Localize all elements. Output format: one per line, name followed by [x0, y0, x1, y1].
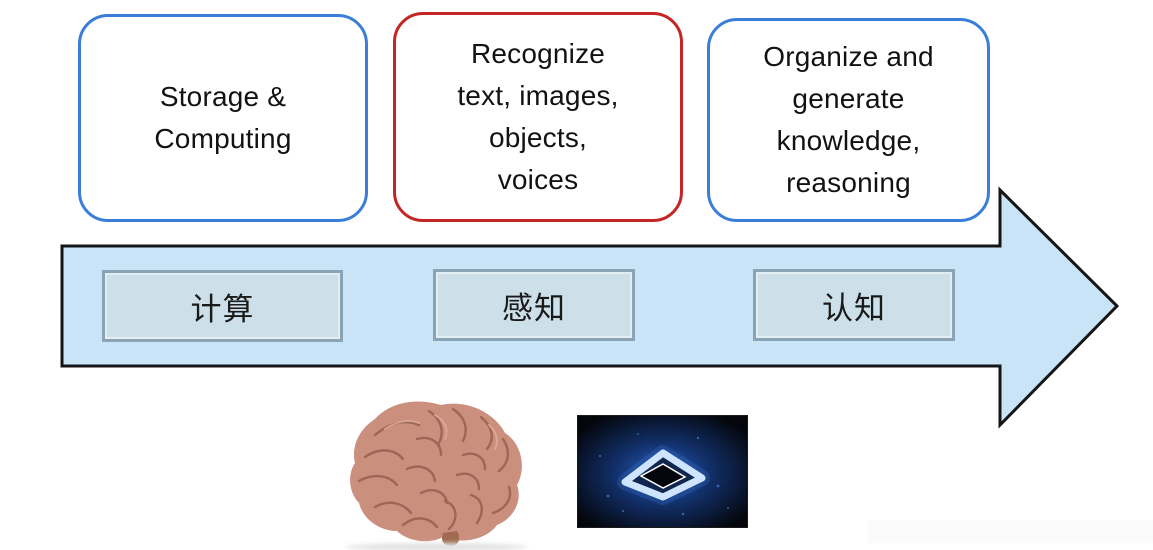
stage-label-compute: 计算 [190, 291, 255, 327]
storage-computing-box: Storage & Computing [78, 14, 368, 222]
brain-icon [350, 401, 522, 546]
stage-box-cognition: 认知 [753, 269, 955, 341]
human-brain-photo [345, 395, 535, 547]
storage-computing-label: Storage & Computing [154, 81, 292, 154]
recognize-label: Recognize text, images, objects, voices [457, 38, 619, 195]
stage-label-cognition: 认知 [822, 290, 886, 326]
organize-box: Organize and generate knowledge, reasoni… [707, 18, 990, 222]
stage-box-compute: 计算 [102, 270, 343, 342]
stage-box-perception: 感知 [433, 269, 635, 341]
faint-bottom-strip [868, 520, 1153, 543]
organize-label: Organize and generate knowledge, reasoni… [763, 41, 934, 198]
recognize-box: Recognize text, images, objects, voices [393, 12, 683, 222]
chip-icon [578, 416, 747, 527]
computer-chip-photo [577, 415, 748, 528]
stage-label-perception: 感知 [502, 290, 566, 326]
brain-shadow [346, 543, 528, 550]
